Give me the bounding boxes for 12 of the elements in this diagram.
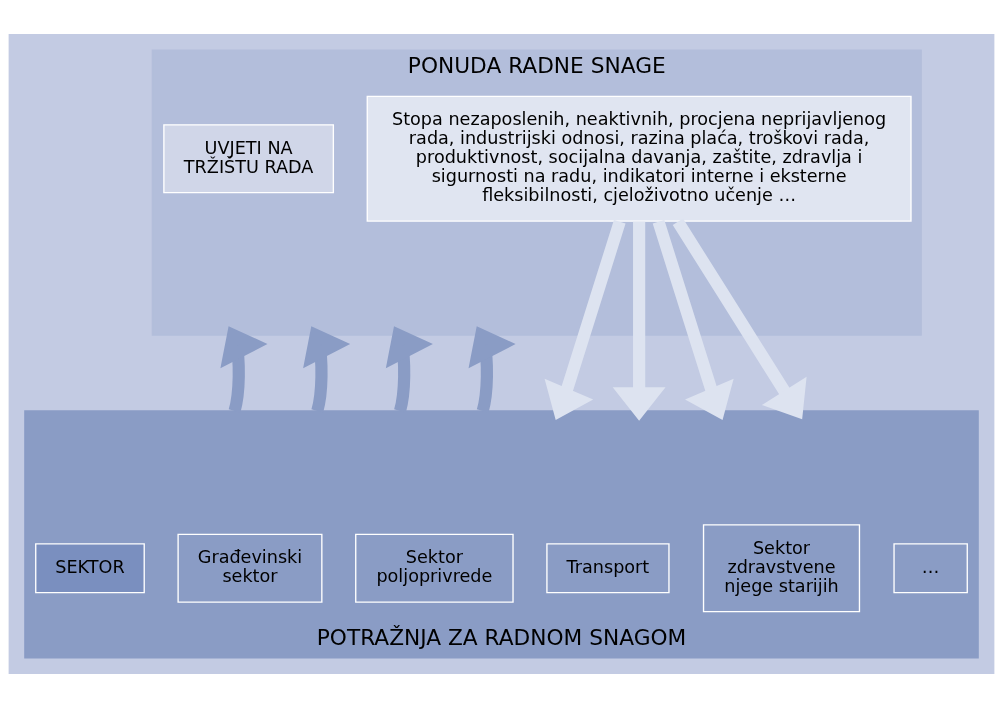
- node-box: Sektor poljoprivrede: [355, 533, 514, 603]
- arrow: [612, 221, 666, 421]
- node-box: UVJETI NA TRŽIŠTU RADA: [163, 123, 335, 193]
- node-box: Sektor zdravstvene njege starijih: [702, 523, 861, 612]
- node-box: Građevinski sektor: [177, 533, 323, 603]
- node-box: Transport: [546, 542, 670, 593]
- node-box: …: [893, 542, 968, 593]
- node-box: SEKTOR: [35, 542, 145, 593]
- arrow: [652, 219, 734, 420]
- node-box: Stopa nezaposlenih, neaktivnih, procjena neprijavljenog rada, industrijski odnosi, razina plaća, troškovi rada, produktivnost, socijalna davanja, zaštite, zdravlja i sigurnosti na radu, indikatori interne i eksterne fleksibilnosti, cjeloživotno učenje …: [366, 95, 912, 222]
- arrow: [672, 218, 807, 419]
- arrow: [544, 219, 626, 420]
